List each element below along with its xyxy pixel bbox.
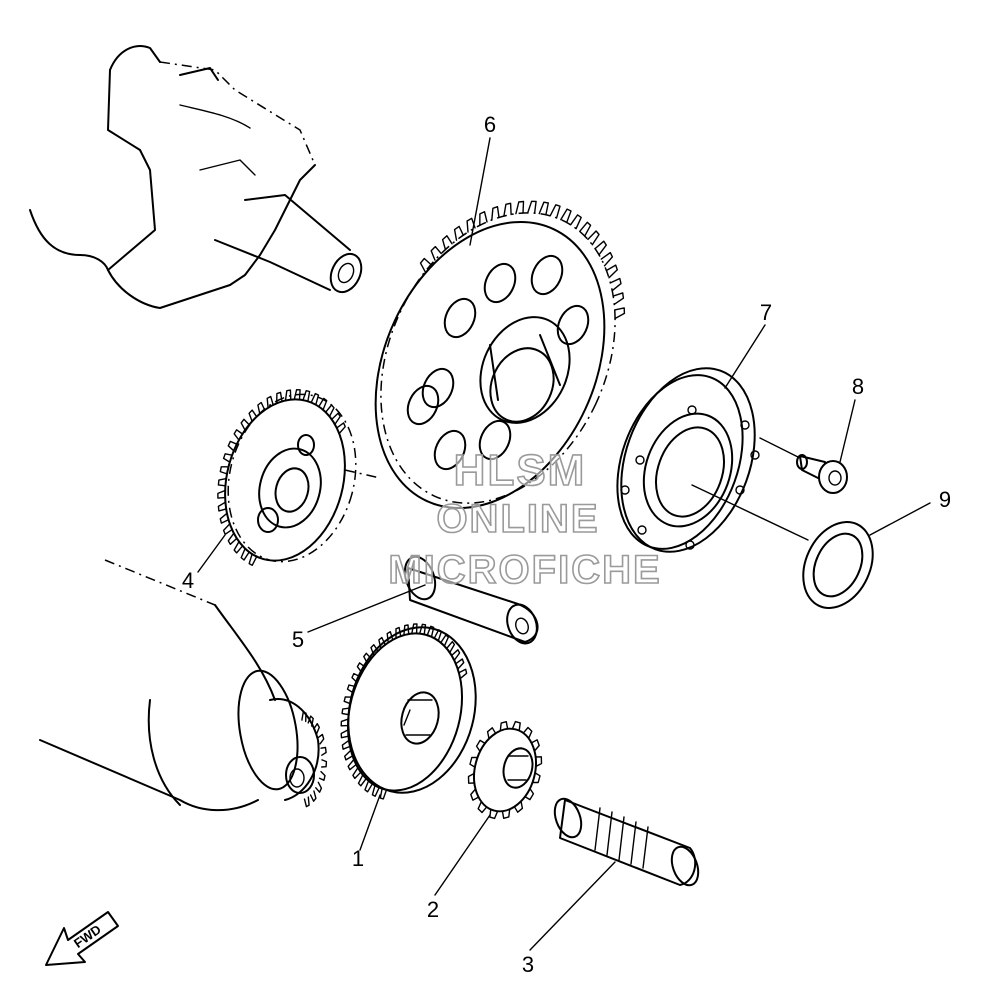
gear-part-4 <box>217 389 381 566</box>
callout-8: 8 <box>852 374 864 399</box>
clutch-part-7 <box>616 367 760 553</box>
crankshaft-phantom <box>29 45 363 309</box>
leader-lines <box>197 137 931 951</box>
pin-part-5 <box>403 555 539 645</box>
watermark-line-3: MICROFICHE <box>388 548 661 592</box>
gear-teeth <box>467 720 543 820</box>
gear-teeth <box>217 389 346 566</box>
callout-4: 4 <box>182 568 194 593</box>
gear-part-6 <box>374 200 626 510</box>
washer-part-9 <box>802 521 874 609</box>
case-phantom <box>39 559 328 812</box>
gear-part-2 <box>467 720 543 820</box>
callout-7: 7 <box>760 300 772 325</box>
callout-2: 2 <box>427 897 439 922</box>
callout-3: 3 <box>522 952 534 977</box>
fwd-arrow-icon: FWD <box>45 911 119 966</box>
callout-1: 1 <box>352 846 364 871</box>
gear-teeth <box>419 200 626 320</box>
gear-teeth <box>340 623 468 800</box>
gear-teeth <box>301 711 328 808</box>
gear-part-1 <box>340 623 477 800</box>
shaft-part-3 <box>553 797 700 887</box>
bolt-part-8 <box>796 454 848 494</box>
watermark: HLSM ONLINE MICROFICHE <box>388 445 661 593</box>
callout-5: 5 <box>292 627 304 652</box>
watermark-line-2: ONLINE <box>436 497 599 541</box>
callout-6: 6 <box>484 112 496 137</box>
watermark-line-1: HLSM <box>454 446 587 495</box>
callout-9: 9 <box>939 487 951 512</box>
